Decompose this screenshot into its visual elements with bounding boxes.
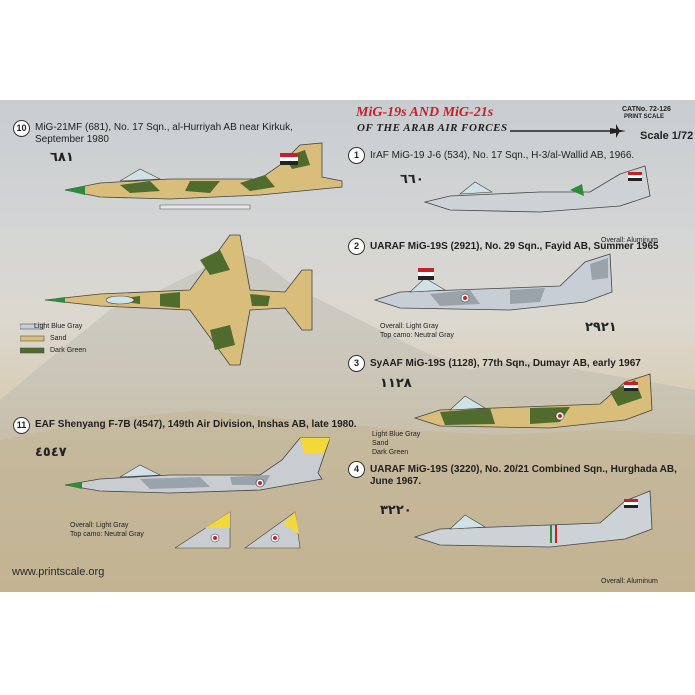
profile-2-number: 2 bbox=[348, 238, 365, 255]
legend-dark-green: Dark Green bbox=[50, 347, 87, 354]
profile-1-caption: IrAF MiG-19 J-6 (534), No. 17 Sqn., H-3/… bbox=[370, 150, 635, 161]
mig19s-syaaf-profile bbox=[413, 373, 653, 429]
profile-2-caption: UARAF MiG-19S (2921), No. 29 Sqn., Fayid… bbox=[370, 241, 659, 252]
profile-3-note-3: Dark Green bbox=[372, 449, 409, 456]
profile-3-number: 3 bbox=[348, 355, 365, 372]
sheet-title: MiG-19s AND MiG-21s bbox=[356, 105, 494, 120]
profile-1-serial: ٦٦٠ bbox=[400, 172, 424, 187]
profile-3-note-1: Light Blue Gray bbox=[372, 431, 421, 438]
profile-11-number: 11 bbox=[13, 417, 30, 434]
profile-1-number: 1 bbox=[348, 147, 365, 164]
profile-3-serial: ١١٢٨ bbox=[380, 376, 412, 391]
profile-4-caption-line2: June 1967. bbox=[370, 476, 422, 487]
profile-11-note-1: Overall: Light Gray bbox=[70, 522, 129, 529]
catalog-number: CATNo. 72-126 bbox=[622, 106, 671, 113]
mig19s-uaraf-profile bbox=[373, 253, 613, 311]
f7b-side-profile bbox=[64, 437, 330, 494]
mig21-top-profile bbox=[44, 234, 313, 366]
profile-2-serial: ٢٩٢١ bbox=[585, 320, 617, 335]
legend-swatches bbox=[20, 323, 45, 354]
profile-4-caption: UARAF MiG-19S (3220), No. 20/21 Combined… bbox=[370, 464, 677, 475]
profile-2-note-1: Overall: Light Gray bbox=[380, 323, 439, 330]
profile-2-note-2: Top camo: Neutral Gray bbox=[380, 332, 454, 339]
scale-label: Scale 1/72 bbox=[640, 130, 694, 142]
brand-name: PRINT SCALE bbox=[624, 114, 665, 120]
f7b-wing-markings bbox=[175, 511, 301, 549]
profile-11-note-2: Top camo: Neutral Gray bbox=[70, 531, 144, 538]
profile-10-serial: ٦٨١ bbox=[50, 150, 74, 165]
legend-sand: Sand bbox=[50, 335, 67, 342]
legend-light-blue-gray: Light Blue Gray bbox=[34, 323, 83, 330]
profile-4-note: Overall: Aluminum bbox=[601, 578, 658, 585]
website-url[interactable]: www.printscale.org bbox=[12, 566, 105, 578]
profile-10-caption: MiG-21MF (681), No. 17 Sqn., al-Hurriyah… bbox=[35, 122, 293, 133]
profile-11-caption: EAF Shenyang F-7B (4547), 149th Air Divi… bbox=[35, 419, 357, 430]
jet-silhouette-icon bbox=[510, 124, 626, 138]
sheet-subtitle: OF THE ARAB AIR FORCES bbox=[357, 122, 508, 134]
profile-10-caption-line2: September 1980 bbox=[35, 134, 109, 145]
profile-11-serial: ٤٥٤٧ bbox=[35, 445, 67, 460]
profile-10-number: 10 bbox=[13, 120, 30, 137]
mig19s-hurghada-profile bbox=[413, 490, 653, 548]
profile-3-caption: SyAAF MiG-19S (1128), 77th Sqn., Dumayr … bbox=[370, 358, 641, 369]
profile-1-note: Overall: Aluminum bbox=[601, 237, 658, 244]
mig19-j6-profile bbox=[423, 165, 651, 213]
decal-sheet-background: MiG-19s AND MiG-21s OF THE ARAB AIR FORC… bbox=[0, 100, 695, 592]
profile-4-serial: ٣٢٢٠ bbox=[380, 503, 412, 518]
profile-3-note-2: Sand bbox=[372, 440, 389, 447]
mig21-side-profile bbox=[64, 142, 343, 210]
profile-4-number: 4 bbox=[348, 461, 365, 478]
